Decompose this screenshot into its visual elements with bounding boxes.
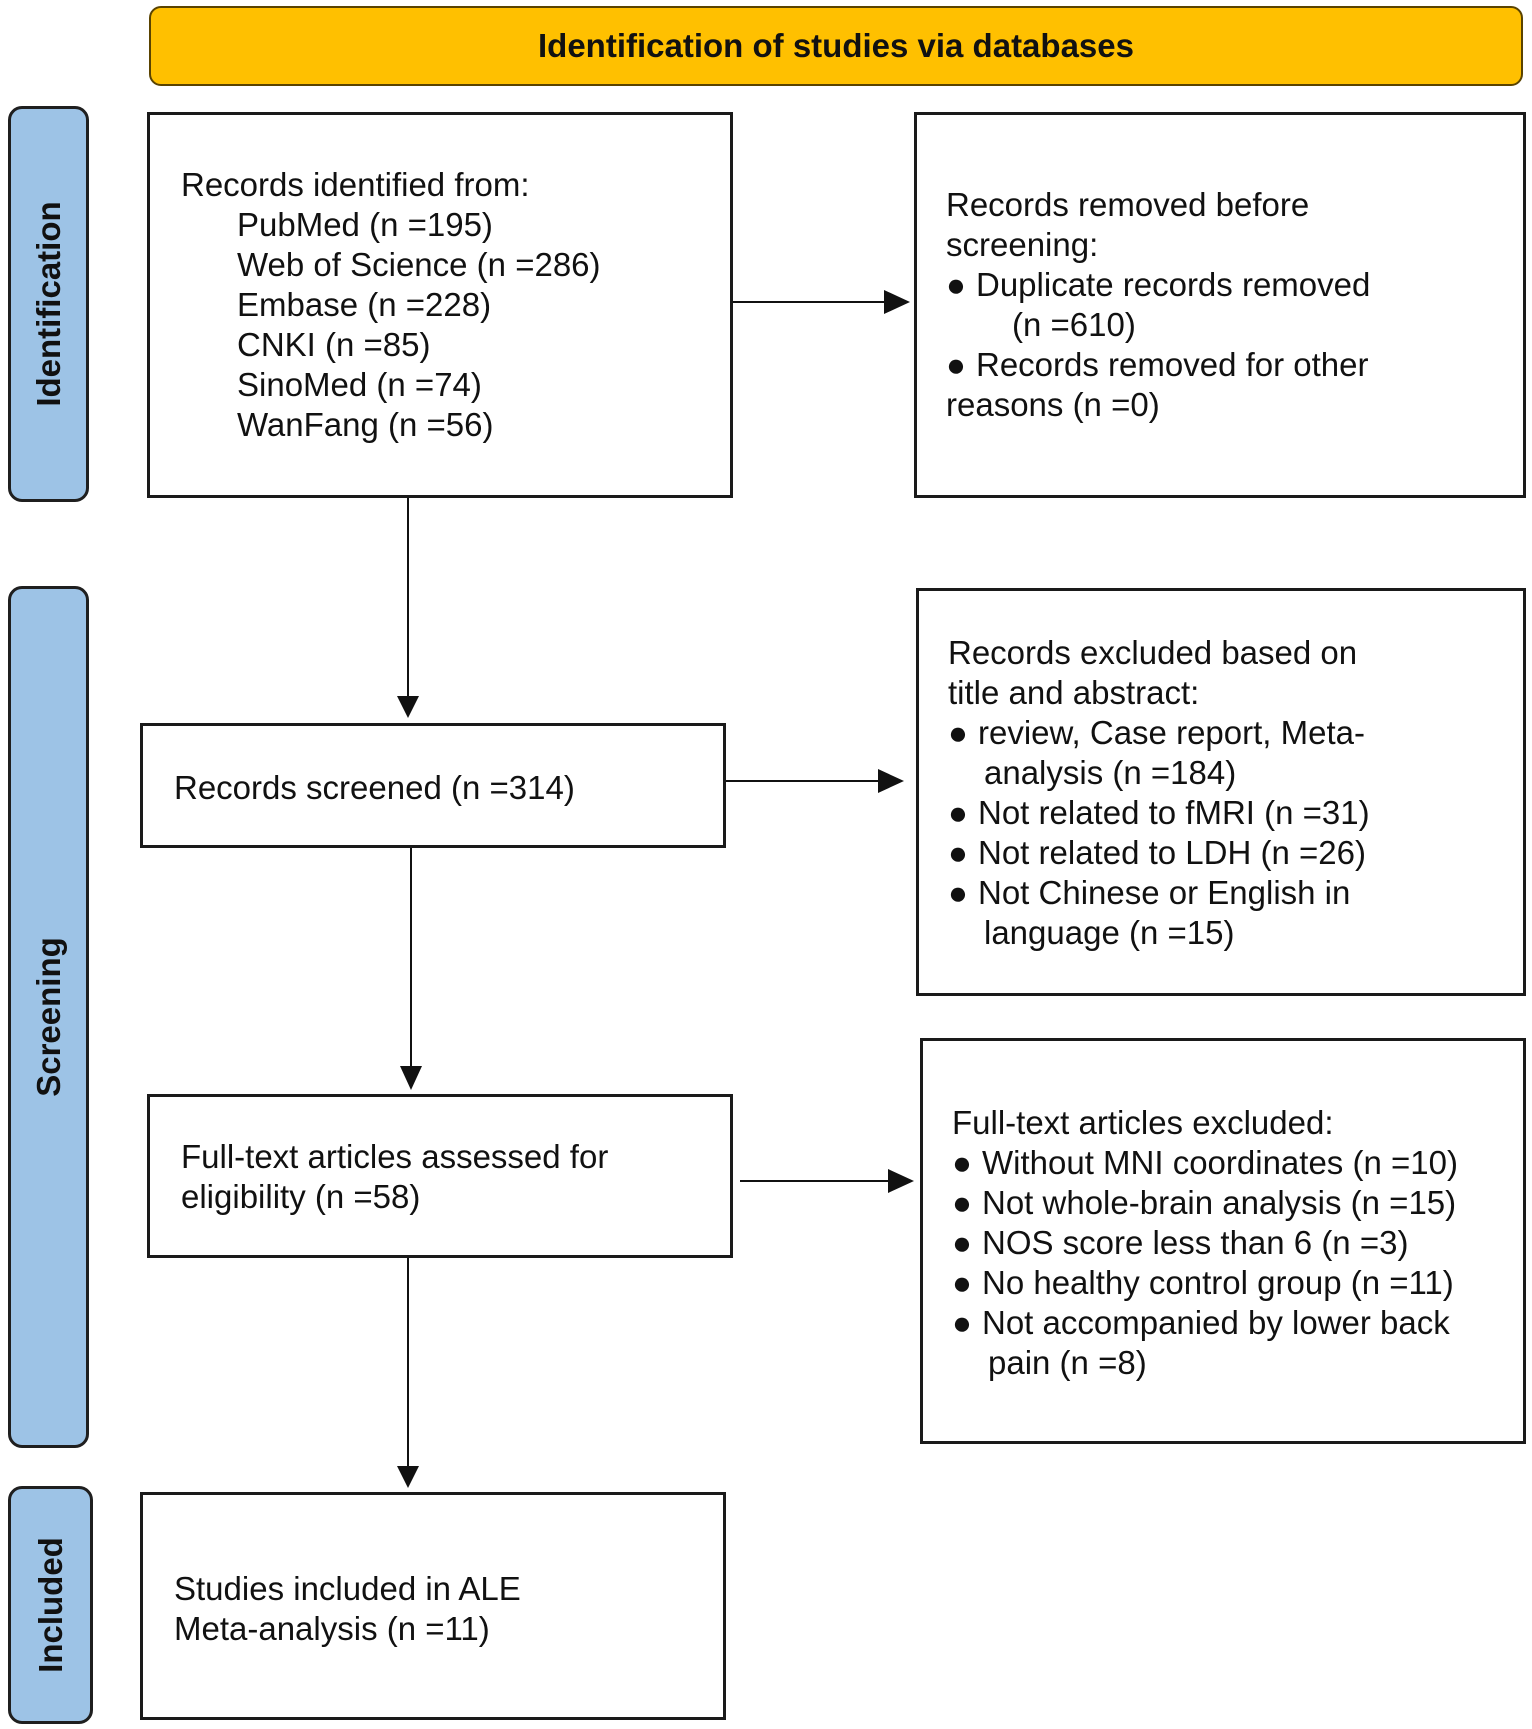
excluded-item-ldh: ● Not related to LDH (n =26) bbox=[948, 834, 1366, 871]
bullet-icon: ● bbox=[952, 1184, 972, 1221]
excluded-item-fmri: ● Not related to fMRI (n =31) bbox=[948, 794, 1370, 831]
removed-item-duplicates-count: (n =610) bbox=[1012, 306, 1136, 343]
phase-included: Included bbox=[8, 1486, 93, 1724]
bullet-icon: ● bbox=[948, 874, 968, 911]
arrowhead-right-3 bbox=[888, 1169, 914, 1193]
fulltext-excluded-control: ● No healthy control group (n =11) bbox=[952, 1264, 1454, 1301]
excluded-item-review-count: analysis (n =184) bbox=[984, 754, 1237, 791]
records-removed-box: Records removed before screening: ● Dupl… bbox=[914, 112, 1526, 498]
bullet-icon: ● bbox=[946, 266, 966, 303]
bullet-icon: ● bbox=[948, 834, 968, 871]
records-screened-box: Records screened (n =314) bbox=[140, 723, 726, 848]
included-studies-box: Studies included in ALE Meta-analysis (n… bbox=[140, 1492, 726, 1720]
bullet-icon: ● bbox=[948, 714, 968, 751]
source-web-of-science: Web of Science (n =286) bbox=[237, 246, 601, 283]
arrowhead-right-1 bbox=[884, 290, 910, 314]
excluded-item-review: ● review, Case report, Meta- bbox=[948, 714, 1365, 751]
source-cnki: CNKI (n =85) bbox=[237, 326, 431, 363]
excluded-item-language: ● Not Chinese or English in bbox=[948, 874, 1351, 911]
fulltext-assessed-box: Full-text articles assessed for eligibil… bbox=[147, 1094, 733, 1258]
records-removed-title-2: screening: bbox=[946, 226, 1099, 263]
source-pubmed: PubMed (n =195) bbox=[237, 206, 493, 243]
records-identified-title: Records identified from: bbox=[181, 166, 530, 203]
records-excluded-title-2: title and abstract: bbox=[948, 674, 1200, 711]
bullet-icon: ● bbox=[952, 1144, 972, 1181]
arrowhead-right-2 bbox=[878, 769, 904, 793]
fulltext-excluded-box: Full-text articles excluded: ● Without M… bbox=[920, 1038, 1526, 1444]
fulltext-assessed-line-1: Full-text articles assessed for bbox=[181, 1138, 609, 1175]
bullet-icon: ● bbox=[948, 794, 968, 831]
included-studies-line-1: Studies included in ALE bbox=[174, 1570, 521, 1607]
included-studies-line-2: Meta-analysis (n =11) bbox=[174, 1610, 490, 1647]
fulltext-excluded-back-pain-count: pain (n =8) bbox=[988, 1344, 1147, 1381]
source-wanfang: WanFang (n =56) bbox=[237, 406, 494, 443]
bullet-icon: ● bbox=[952, 1224, 972, 1261]
excluded-item-language-count: language (n =15) bbox=[984, 914, 1235, 951]
source-sinomed: SinoMed (n =74) bbox=[237, 366, 482, 403]
records-identified-box: Records identified from: PubMed (n =195)… bbox=[147, 112, 733, 498]
records-excluded-box: Records excluded based on title and abst… bbox=[916, 588, 1526, 996]
removed-item-other: ● Records removed for other bbox=[946, 346, 1369, 383]
removed-item-other-count: reasons (n =0) bbox=[946, 386, 1160, 423]
records-screened-text: Records screened (n =314) bbox=[174, 769, 575, 806]
fulltext-excluded-back-pain: ● Not accompanied by lower back bbox=[952, 1304, 1450, 1341]
fulltext-excluded-mni: ● Without MNI coordinates (n =10) bbox=[952, 1144, 1458, 1181]
fulltext-excluded-whole-brain: ● Not whole-brain analysis (n =15) bbox=[952, 1184, 1457, 1221]
bullet-icon: ● bbox=[952, 1304, 972, 1341]
arrowhead-down-2 bbox=[400, 1066, 422, 1090]
records-excluded-title-1: Records excluded based on bbox=[948, 634, 1358, 671]
records-removed-title-1: Records removed before bbox=[946, 186, 1310, 223]
bullet-icon: ● bbox=[952, 1264, 972, 1301]
arrowhead-down-1 bbox=[397, 696, 419, 718]
header-title: Identification of studies via databases bbox=[538, 27, 1134, 64]
removed-item-duplicates: ● Duplicate records removed bbox=[946, 266, 1371, 303]
header-banner: Identification of studies via databases bbox=[149, 6, 1523, 86]
fulltext-assessed-line-2: eligibility (n =58) bbox=[181, 1178, 421, 1215]
source-embase: Embase (n =228) bbox=[237, 286, 492, 323]
fulltext-excluded-title: Full-text articles excluded: bbox=[952, 1104, 1334, 1141]
phase-identification: Identification bbox=[8, 106, 89, 502]
phase-screening: Screening bbox=[8, 586, 89, 1448]
arrowhead-down-3 bbox=[397, 1466, 419, 1488]
fulltext-excluded-nos: ● NOS score less than 6 (n =3) bbox=[952, 1224, 1409, 1261]
bullet-icon: ● bbox=[946, 346, 966, 383]
